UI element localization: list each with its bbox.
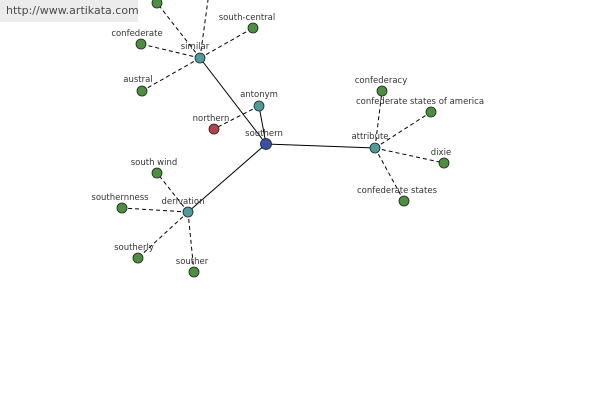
node-circle-confederate[interactable]	[135, 38, 147, 50]
node-south-central[interactable]: south-central	[219, 13, 276, 34]
node-derivation[interactable]: derivation	[161, 197, 205, 218]
edge-similar-confederate	[140, 43, 201, 59]
node-circle-antonym[interactable]	[253, 100, 265, 112]
node-label-southerly[interactable]: southerly	[114, 243, 154, 253]
node-label-attribute[interactable]: attribute	[351, 132, 388, 142]
node-northern[interactable]: northern	[193, 114, 230, 135]
edge-southern-antonym	[258, 105, 267, 145]
node-circle-southerly[interactable]	[132, 252, 144, 264]
node-similar[interactable]: similar	[181, 42, 210, 64]
edge-attribute-dixie	[374, 147, 445, 164]
node-circle-top-left[interactable]	[151, 0, 163, 9]
node-label-confederate[interactable]: confederate	[111, 29, 162, 39]
edge-derivation-souther	[187, 211, 195, 273]
node-antonym[interactable]: antonym	[240, 90, 278, 112]
node-top-left[interactable]	[151, 0, 163, 9]
edges-layer	[121, 0, 445, 273]
node-confederate[interactable]: confederate	[111, 29, 163, 50]
node-label-southern[interactable]: southern	[245, 129, 283, 139]
node-circle-attribute[interactable]	[369, 142, 381, 154]
node-label-northern[interactable]: northern	[193, 114, 230, 124]
node-label-similar[interactable]: similar	[181, 42, 210, 52]
node-circle-similar[interactable]	[194, 52, 206, 64]
node-southerly[interactable]: southerly	[114, 243, 154, 264]
node-dixie[interactable]: dixie	[431, 148, 451, 169]
edge-similar-top-right-stub	[199, 0, 209, 59]
node-label-dixie[interactable]: dixie	[431, 148, 451, 158]
edge-southern-attribute	[265, 143, 376, 149]
edge-derivation-southernness	[121, 207, 189, 213]
node-circle-confederacy[interactable]	[376, 85, 388, 97]
node-circle-south-central[interactable]	[247, 22, 259, 34]
edge-attribute-confederacy	[374, 90, 383, 149]
edge-attribute-confederate-states	[374, 147, 405, 202]
node-circle-austral[interactable]	[136, 85, 148, 97]
node-circle-dixie[interactable]	[438, 157, 450, 169]
node-circle-southernness[interactable]	[116, 202, 128, 214]
node-circle-souther[interactable]	[188, 266, 200, 278]
node-attribute[interactable]: attribute	[351, 132, 389, 154]
edge-antonym-northern	[213, 105, 260, 130]
edge-derivation-southerly	[137, 211, 189, 259]
node-label-confederate-states-of-america[interactable]: confederate states of america	[356, 97, 484, 107]
edge-similar-south-central	[199, 27, 254, 59]
edge-similar-top-left	[156, 2, 201, 59]
edge-attribute-confederate-states-of-america	[374, 111, 432, 149]
nodes-layer: southern similar antonym attribute derivatio…	[91, 0, 484, 278]
node-southernness[interactable]: southernness	[91, 193, 149, 214]
node-circle-northern[interactable]	[208, 123, 220, 135]
node-circle-south-wind[interactable]	[151, 167, 163, 179]
node-label-south-wind[interactable]: south wind	[131, 158, 178, 168]
node-circle-confederate-states[interactable]	[398, 195, 410, 207]
node-label-southernness[interactable]: southernness	[91, 193, 149, 203]
node-label-antonym[interactable]: antonym	[240, 90, 278, 100]
node-label-derivation[interactable]: derivation	[161, 197, 204, 207]
edge-derivation-south-wind	[156, 172, 189, 213]
node-confederacy[interactable]: confederacy	[355, 76, 408, 97]
node-label-confederate-states[interactable]: confederate states	[357, 186, 438, 196]
node-south-wind[interactable]: south wind	[131, 158, 178, 179]
node-label-confederacy[interactable]: confederacy	[355, 76, 408, 86]
node-confederate-states-of-america[interactable]: confederate states of america	[356, 97, 484, 118]
node-circle-derivation[interactable]	[182, 206, 194, 218]
node-circle-southern[interactable]	[260, 138, 272, 150]
url-banner[interactable]: http://www.artikata.com	[0, 0, 139, 22]
node-austral[interactable]: austral	[123, 75, 153, 97]
node-souther[interactable]: souther	[176, 257, 209, 278]
edge-southern-derivation	[187, 143, 267, 213]
node-label-souther[interactable]: souther	[176, 257, 209, 267]
node-label-austral[interactable]: austral	[123, 75, 152, 85]
node-label-south-central[interactable]: south-central	[219, 13, 276, 23]
edge-southern-similar	[199, 57, 267, 145]
node-confederate-states[interactable]: confederate states	[357, 186, 438, 207]
node-southern[interactable]: southern	[245, 129, 283, 150]
node-circle-confederate-states-of-america[interactable]	[425, 106, 437, 118]
